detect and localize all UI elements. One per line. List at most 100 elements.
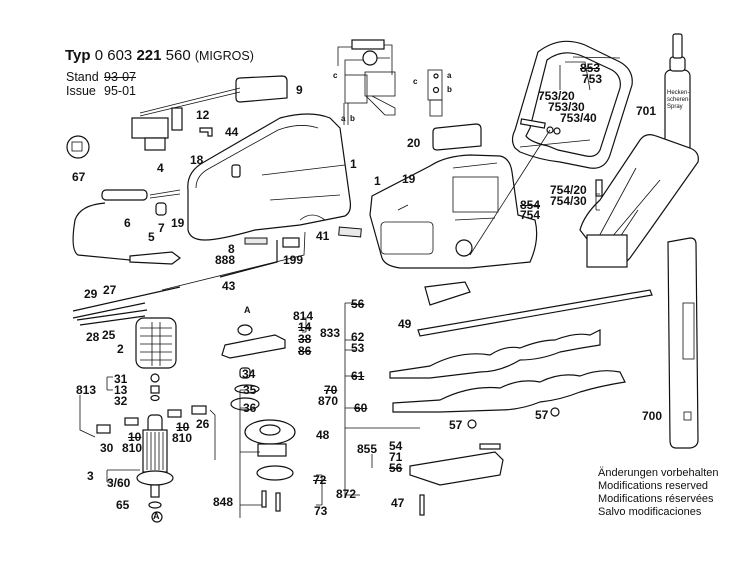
callout-35: 35 (243, 383, 257, 397)
callout-14: 14 (298, 320, 312, 334)
callout-20: 20 (407, 136, 421, 150)
callout-754-20: 754/20 (550, 183, 587, 197)
callout-30: 30 (100, 441, 114, 455)
callout-ref-a-gear: A (244, 305, 251, 315)
typ-bold: 221 (136, 47, 162, 64)
label-card-20 (432, 123, 482, 151)
callout-700: 700 (642, 409, 663, 423)
callout-199: 199 (283, 253, 304, 267)
callout-31: 31 (114, 372, 128, 386)
callout-60: 60 (354, 401, 368, 415)
callout-70: 70 (324, 383, 338, 397)
callout-41: 41 (316, 229, 330, 243)
callout-44: 44 (225, 125, 239, 139)
callout-28: 28 (86, 330, 100, 344)
stator (135, 317, 177, 402)
callout-1-right: 1 (374, 174, 381, 188)
callout-49: 49 (398, 317, 412, 331)
callout-4: 4 (157, 161, 164, 175)
callout-753-20: 753/20 (538, 89, 575, 103)
callout-57-left: 57 (449, 418, 463, 432)
model-type-heading: Typ 0 603 221 560 (MIGROS) (65, 47, 254, 64)
cutter-blades (389, 281, 653, 429)
wiring-diagram (337, 39, 443, 125)
callout-810-right: 810 (172, 431, 193, 445)
callout-872: 872 (336, 487, 357, 501)
front-handle (469, 40, 633, 256)
typ-suffix: 560 (165, 47, 191, 64)
callout-27: 27 (103, 283, 117, 297)
callout-26: 26 (196, 417, 210, 431)
strip-41 (338, 226, 362, 238)
callout-brackets (106, 56, 621, 518)
wiring-letter-c2: c (413, 77, 418, 86)
callout-53: 53 (351, 341, 365, 355)
label-card-9 (235, 75, 288, 103)
label-8 (244, 237, 268, 245)
callout-38: 38 (298, 332, 312, 346)
wiring-letter-a: a (341, 114, 346, 123)
wiring-letter-c: c (333, 71, 338, 80)
callout-56-lower: 56 (389, 461, 403, 475)
callout-ref-a-armature: A (153, 511, 160, 521)
callout-813: 813 (76, 383, 97, 397)
callout-753-30: 753/30 (548, 100, 585, 114)
callout-888: 888 (215, 253, 236, 267)
callout-43: 43 (222, 279, 236, 293)
callout-73: 73 (314, 504, 328, 518)
callout-61: 61 (351, 369, 365, 383)
callout-810-left: 810 (122, 441, 143, 455)
callout-62: 62 (351, 330, 365, 344)
brush-rods (72, 286, 181, 326)
callout-54: 54 (389, 439, 403, 453)
callout-36: 36 (243, 401, 257, 415)
callout-855: 855 (357, 442, 378, 456)
callout-853: 853 (580, 61, 601, 75)
issue-value: 95-01 (104, 84, 136, 98)
callout-71: 71 (389, 450, 403, 464)
callout-13: 13 (114, 383, 128, 397)
callout-56-upper: 56 (351, 297, 365, 311)
callout-2: 2 (117, 342, 124, 356)
callout-65: 65 (116, 498, 130, 512)
blade-sheath (667, 237, 699, 449)
carbon-brushes (79, 395, 216, 460)
callout-19-right: 19 (402, 172, 416, 186)
callout-848: 848 (213, 495, 234, 509)
stand-value: 93-07 (104, 70, 136, 84)
callout-754-30: 754/30 (550, 194, 587, 208)
label-199 (282, 237, 300, 248)
typ-prefix: 0 603 (94, 47, 133, 64)
callout-3: 3 (87, 469, 94, 483)
callout-34: 34 (242, 367, 256, 381)
modifications-notice: Änderungen vorbehalten Modifications res… (598, 467, 719, 518)
power-cord (72, 189, 181, 265)
callout-854: 854 (520, 198, 541, 212)
callout-754: 754 (520, 208, 541, 222)
callout-833: 833 (320, 326, 341, 340)
switch-assembly (66, 87, 241, 159)
callout-57-right: 57 (535, 408, 549, 422)
typ-label: Typ (65, 47, 91, 64)
callout-12: 12 (196, 108, 210, 122)
armature (136, 414, 174, 523)
callout-86: 86 (298, 344, 312, 358)
callout-5: 5 (148, 230, 155, 244)
housing-right-half (369, 154, 538, 269)
stand-label: Stand (66, 70, 99, 84)
callout-10-right: 10 (176, 420, 190, 434)
callout-67: 67 (72, 170, 86, 184)
callout-870: 870 (318, 394, 339, 408)
spray-bottle-label: Hecken- scheren- Spray (667, 90, 691, 110)
callout-8: 8 (228, 242, 235, 256)
callout-10-left: 10 (128, 430, 142, 444)
callout-814: 814 (293, 309, 314, 323)
housing-left-half (187, 113, 352, 241)
callout-48: 48 (316, 428, 330, 442)
callout-32: 32 (114, 394, 128, 408)
callout-3-60: 3/60 (107, 476, 131, 490)
callout-701: 701 (636, 104, 657, 118)
wiring-letter-b: b (350, 114, 355, 123)
